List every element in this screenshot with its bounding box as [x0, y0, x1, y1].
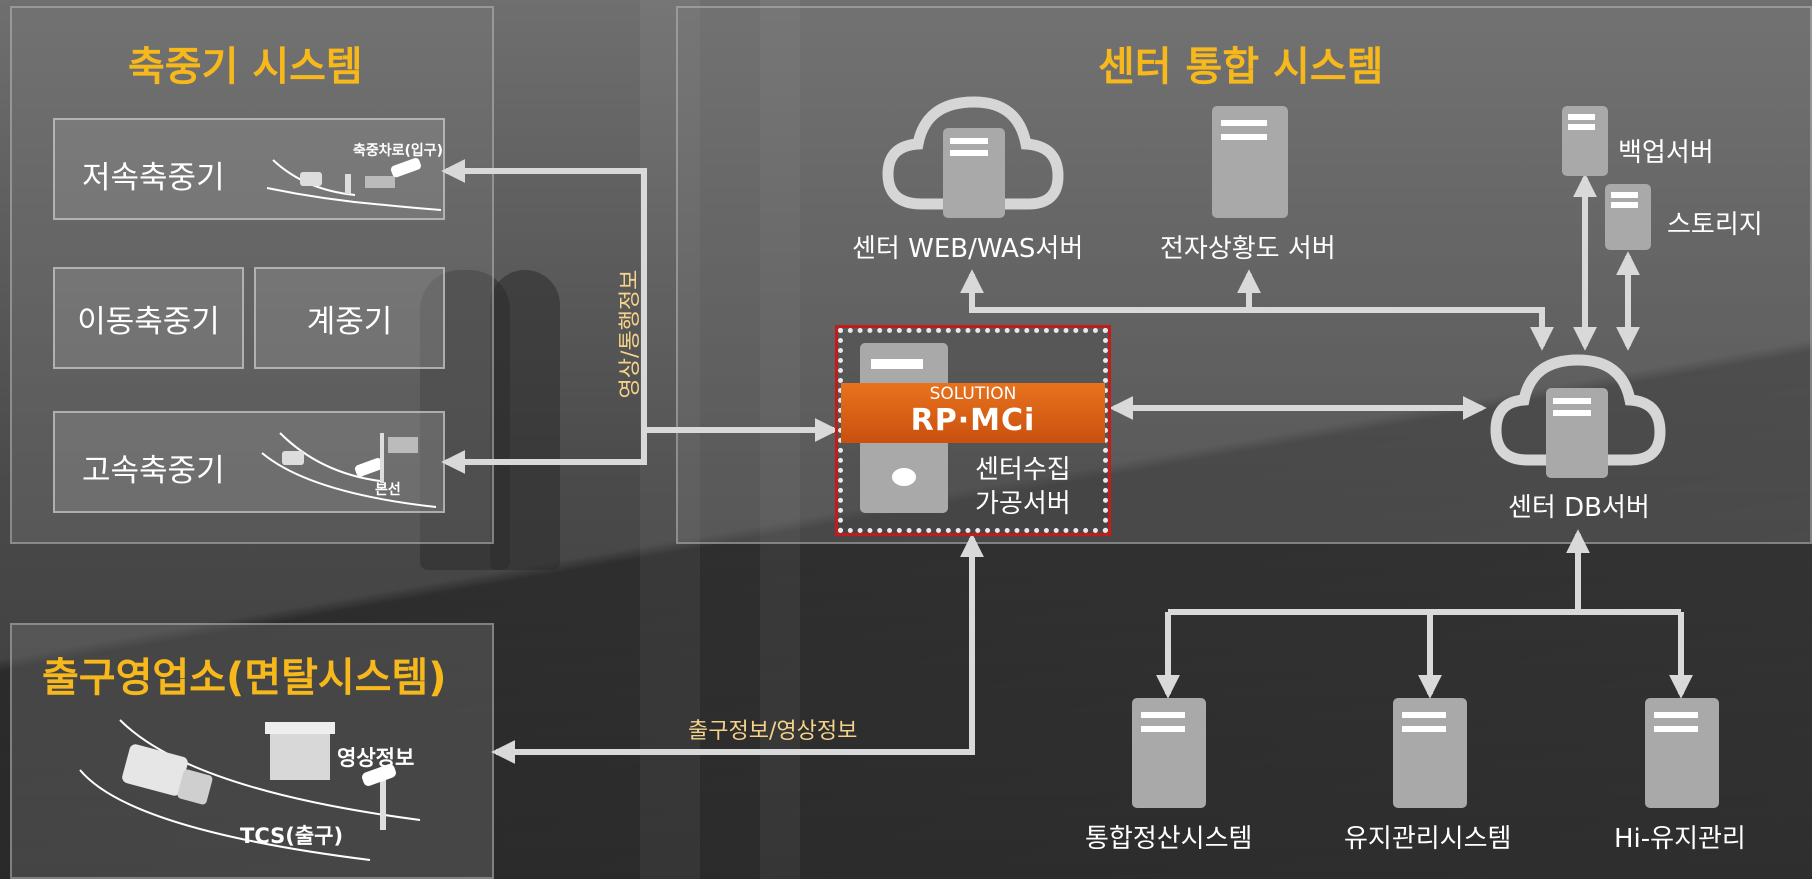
web-server-icon: [943, 128, 1005, 218]
storage-icon: [1605, 184, 1651, 250]
settlement-system-label: 통합정산시스템: [1085, 824, 1253, 854]
hi-maintenance-label: Hi-유지관리: [1614, 824, 1746, 854]
video-pass-info-label: 영상/통행정보: [618, 269, 643, 399]
rpmci-solution-badge: SOLUTION RP·MCi: [841, 383, 1105, 443]
scale-box: 계중기: [254, 267, 445, 369]
toll-lane-illustration: [266, 158, 442, 211]
maintenance-server-icon: [1393, 698, 1467, 808]
high-speed-weigh-box: 고속축중기 본선: [53, 411, 445, 513]
low-speed-lane-label: 축중차로(입구): [353, 143, 444, 159]
high-speed-weigh-label: 고속축중기: [82, 453, 225, 489]
exit-toll-illustration: [79, 719, 421, 861]
scale-label: 계중기: [306, 303, 393, 340]
solution-tag: SOLUTION: [929, 384, 1017, 404]
weigh-system-title: 축중기 시스템: [128, 44, 363, 90]
collect-server-highlight: SOLUTION RP·MCi 센터수집 가공서버: [835, 325, 1111, 536]
cloud-icon: [882, 96, 1064, 210]
web-server-label: 센터 WEB/WAS서버: [852, 234, 1084, 264]
backup-server-icon: [1562, 106, 1608, 176]
low-speed-weigh-label: 저속축중기: [82, 160, 225, 196]
situation-server-label: 전자상황도 서버: [1160, 234, 1336, 264]
center-system-title: 센터 통합 시스템: [1098, 44, 1384, 90]
exit-office-panel: [10, 623, 494, 879]
tcs-exit-label: TCS(출구): [240, 824, 344, 848]
db-server-label: 센터 DB서버: [1508, 493, 1650, 523]
person-silhouette: [490, 270, 560, 570]
maintenance-system-label: 유지관리시스템: [1344, 824, 1512, 854]
mobile-weigh-label: 이동축중기: [77, 303, 220, 340]
weigh-system-panel: [10, 6, 494, 544]
low-speed-weigh-box: 저속축중기 축중차로(입구): [53, 118, 445, 220]
hi-maintenance-server-icon: [1645, 698, 1719, 808]
situation-server-icon: [1212, 106, 1288, 218]
collect-server-label-1: 센터수집: [975, 455, 1071, 485]
exit-video-label: 영상정보: [337, 746, 415, 770]
storage-label: 스토리지: [1667, 210, 1763, 240]
exit-office-title: 출구영업소(면탈시스템): [42, 655, 447, 701]
db-server-icon: [1546, 388, 1608, 478]
exit-video-info-label: 출구정보/영상정보: [688, 719, 858, 744]
main-line-label: 본선: [375, 482, 401, 498]
rpmci-logo: RP·MCi: [910, 403, 1036, 438]
backup-server-label: 백업서버: [1618, 138, 1714, 168]
collect-server-label-2: 가공서버: [975, 489, 1071, 519]
mobile-weigh-box: 이동축중기: [53, 267, 244, 369]
highway-illustration: [261, 432, 437, 508]
db-cloud-icon: [1490, 354, 1666, 466]
settlement-server-icon: [1132, 698, 1206, 808]
